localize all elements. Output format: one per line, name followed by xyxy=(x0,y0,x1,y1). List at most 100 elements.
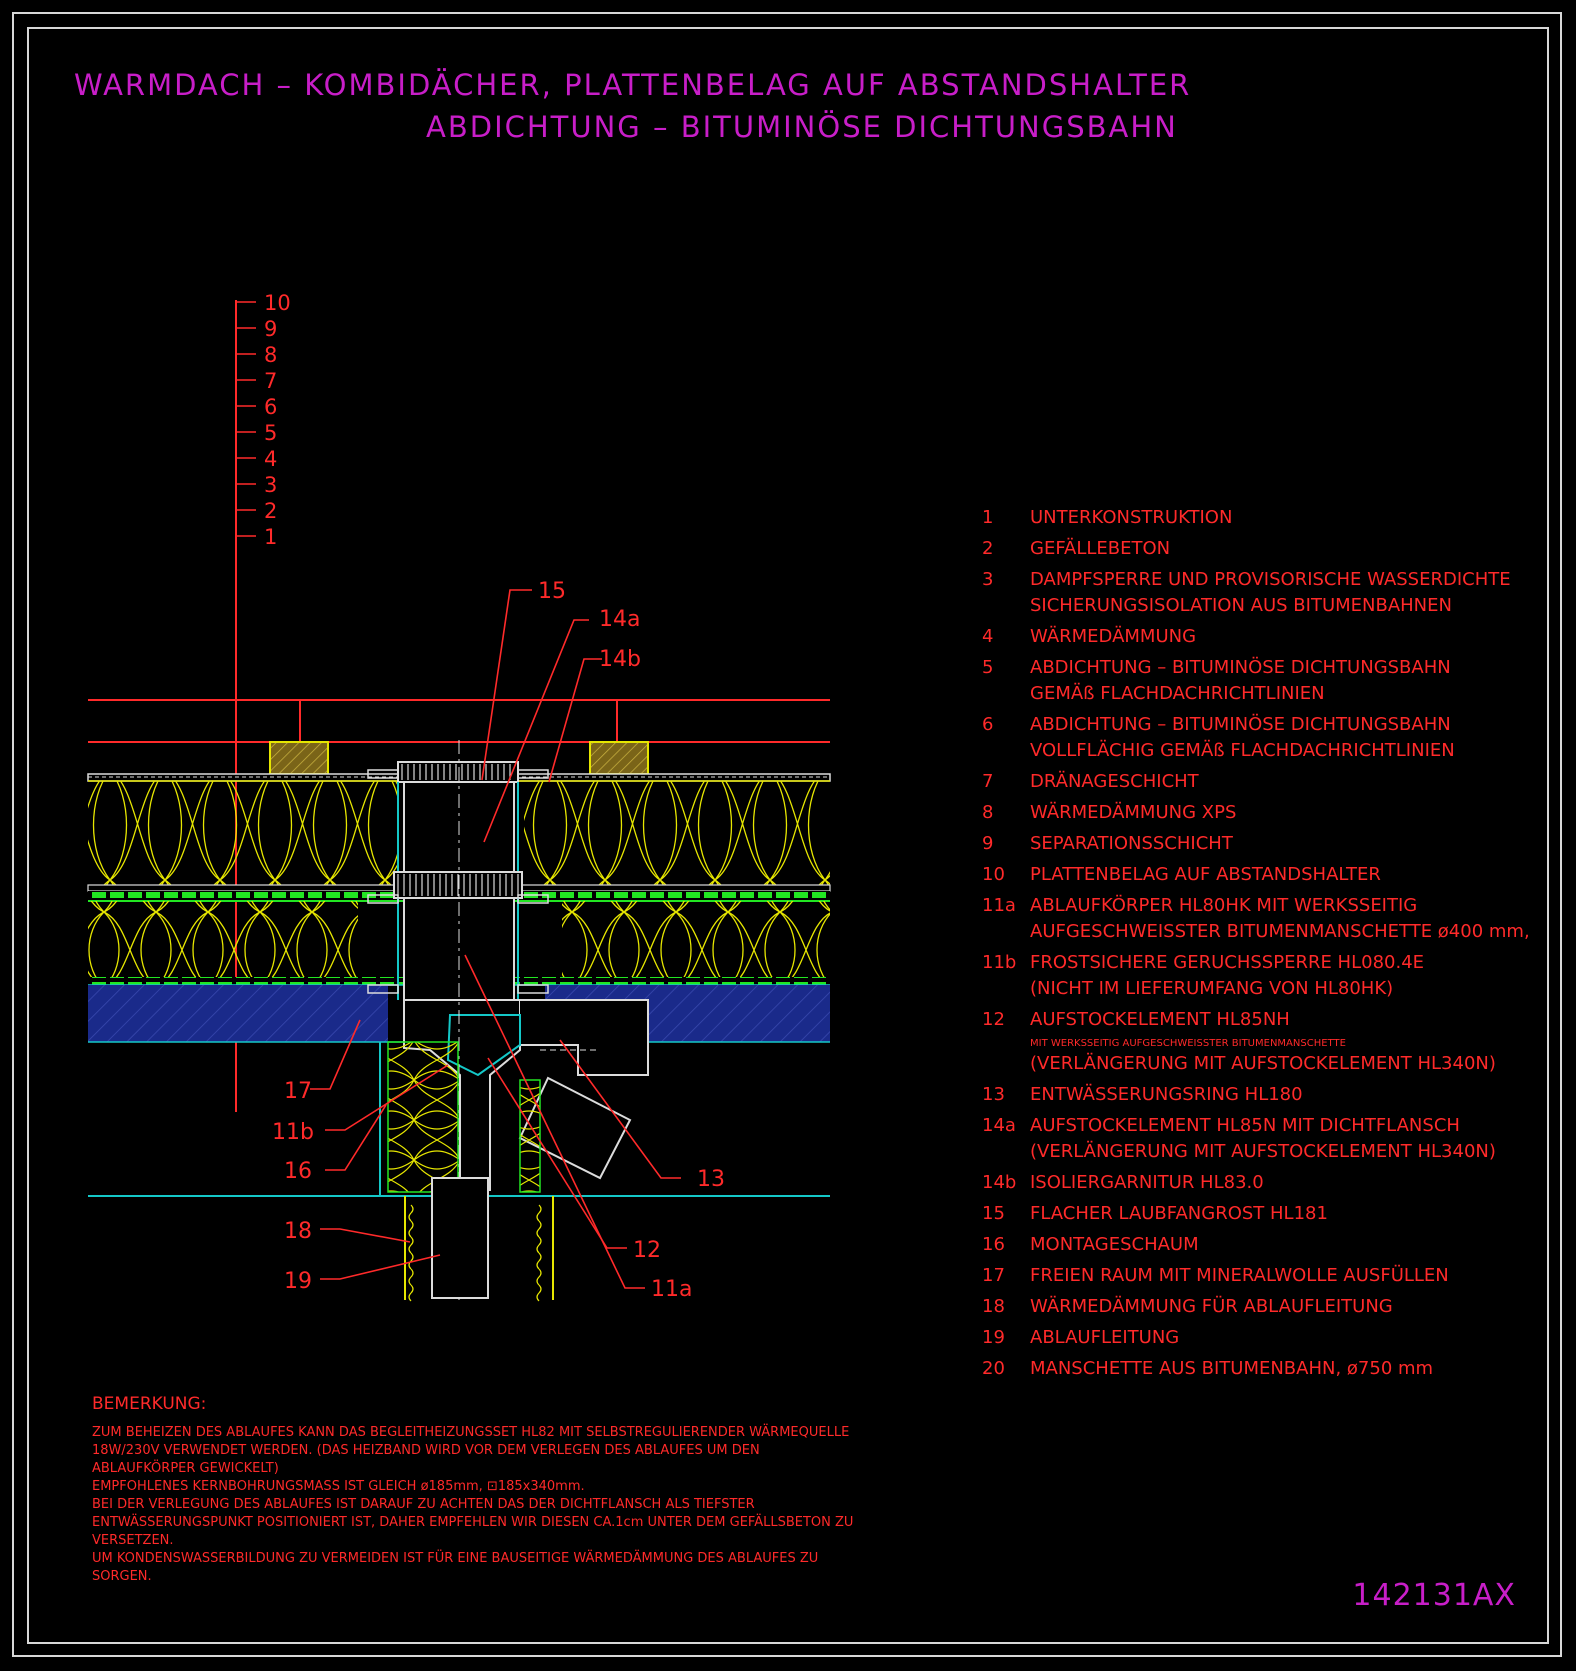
legend-number: 12 xyxy=(982,1009,1005,1030)
legend-text: (VERLÄNGERUNG MIT AUFSTOCKELEMENT HL340N… xyxy=(1030,1053,1496,1074)
legend-text: DRÄNAGESCHICHT xyxy=(1030,771,1199,792)
legend-item: 3 DAMPFSPERRE UND PROVISORISCHE WASSERDIC… xyxy=(982,567,1542,619)
callout-17: 17 xyxy=(284,1079,312,1104)
callout-11a: 11a xyxy=(651,1277,692,1302)
legend-number: 16 xyxy=(982,1234,1005,1255)
remark-line: ENTWÄSSERUNGSPUNKT POSITIONIERT IST, DAH… xyxy=(92,1515,854,1530)
legend-text: ENTWÄSSERUNGSRING HL180 xyxy=(1030,1084,1303,1105)
legend-text: MONTAGESCHAUM xyxy=(1030,1234,1199,1255)
callout-14b: 14b xyxy=(599,647,641,672)
drawing-title-line2: ABDICHTUNG – BITUMINÖSE DICHTUNGSBAHN xyxy=(426,110,1178,144)
remark-line: ZUM BEHEIZEN DES ABLAUFES KANN DAS BEGLE… xyxy=(92,1425,850,1440)
legend-number: 10 xyxy=(982,864,1005,885)
legend-text: SEPARATIONSSCHICHT xyxy=(1030,833,1233,854)
remark-line: UM KONDENSWASSERBILDUNG ZU VERMEIDEN IST… xyxy=(92,1551,819,1566)
legend-item: 13 ENTWÄSSERUNGSRING HL180 xyxy=(982,1082,1542,1108)
callout-leaders xyxy=(310,589,681,1289)
drawing-border-inner xyxy=(27,27,1549,1644)
legend-number: 8 xyxy=(982,802,994,823)
legend-item: 15 FLACHER LAUBFANGROST HL181 xyxy=(982,1201,1542,1227)
layer-scale-label: 8 xyxy=(264,343,277,367)
drain-pipe xyxy=(404,1177,554,1302)
legend-text: FREIEN RAUM MIT MINERALWOLLE AUSFÜLLEN xyxy=(1030,1265,1449,1286)
legend-item: 18 WÄRMEDÄMMUNG FÜR ABLAUFLEITUNG xyxy=(982,1294,1542,1320)
legend-item: 6 ABDICHTUNG – BITUMINÖSE DICHTUNGSBAHN VO… xyxy=(982,712,1542,764)
legend-number: 4 xyxy=(982,626,994,647)
remark-line: 18W/230V VERWENDET WERDEN. (DAS HEIZBAND… xyxy=(92,1443,760,1458)
legend-number: 2 xyxy=(982,538,994,559)
layer-scale-label: 7 xyxy=(264,369,277,393)
legend-text: ISOLIERGARNITUR HL83.0 xyxy=(1030,1172,1264,1193)
legend-number: 6 xyxy=(982,714,994,735)
remark-line: SORGEN. xyxy=(92,1569,152,1584)
legend-text: (VERLÄNGERUNG MIT AUFSTOCKELEMENT HL340N… xyxy=(1030,1141,1496,1162)
legend-text: ABLAUFKÖRPER HL80HK MIT WERKSSEITIG xyxy=(1030,895,1418,916)
legend-item: 5 ABDICHTUNG – BITUMINÖSE DICHTUNGSBAHN GE… xyxy=(982,655,1542,707)
legend-number: 15 xyxy=(982,1203,1005,1224)
legend-text: DAMPFSPERRE UND PROVISORISCHE WASSERDICH… xyxy=(1030,569,1511,590)
legend-number: 11a xyxy=(982,895,1016,916)
legend-item: 1 UNTERKONSTRUKTION xyxy=(982,505,1542,531)
legend-number: 20 xyxy=(982,1358,1005,1379)
legend-text: ABLAUFLEITUNG xyxy=(1030,1327,1180,1348)
legend-number: 14a xyxy=(982,1115,1016,1136)
remark-line: EMPFOHLENES KERNBOHRUNGSMASS IST GLEICH … xyxy=(92,1479,585,1494)
callout-19: 19 xyxy=(284,1269,312,1294)
legend-text: VOLLFLÄCHIG GEMÄß FLACHDACHRICHTLINIEN xyxy=(1030,740,1455,761)
legend-item: 11a ABLAUFKÖRPER HL80HK MIT WERKSSEITIG AU… xyxy=(982,893,1542,945)
callout-13: 13 xyxy=(697,1167,725,1192)
layer-scale-label: 4 xyxy=(264,447,277,471)
remark-line: BEI DER VERLEGUNG DES ABLAUFES IST DARAU… xyxy=(92,1497,755,1512)
legend-text: WÄRMEDÄMMUNG XPS xyxy=(1030,802,1237,823)
legend-item: 4 WÄRMEDÄMMUNG xyxy=(982,624,1542,650)
drawing-number: 142131AX xyxy=(1352,1578,1516,1613)
legend-number: 1 xyxy=(982,507,994,528)
legend-item: 14b ISOLIERGARNITUR HL83.0 xyxy=(982,1170,1542,1196)
legend-number: 13 xyxy=(982,1084,1005,1105)
layer-scale-label: 3 xyxy=(264,473,277,497)
legend-text: WÄRMEDÄMMUNG FÜR ABLAUFLEITUNG xyxy=(1030,1296,1393,1317)
drawing-title-line1: WARMDACH – KOMBIDÄCHER, PLATTENBELAG AUF… xyxy=(74,68,1192,102)
drawing-border-outer xyxy=(12,12,1562,1657)
legend-number: 5 xyxy=(982,657,994,678)
legend-text: FLACHER LAUBFANGROST HL181 xyxy=(1030,1203,1328,1224)
xps-insulation-upper xyxy=(88,780,830,885)
legend-number: 9 xyxy=(982,833,994,854)
legend-text: ABDICHTUNG – BITUMINÖSE DICHTUNGSBAHN xyxy=(1030,657,1451,678)
legend-number: 14b xyxy=(982,1172,1017,1193)
legend-text: WÄRMEDÄMMUNG xyxy=(1030,626,1197,647)
legend-text: GEMÄß FLACHDACHRICHTLINIEN xyxy=(1030,683,1325,704)
legend-text: PLATTENBELAG AUF ABSTANDSHALTER xyxy=(1030,864,1381,885)
layer-scale-label: 1 xyxy=(264,525,277,549)
layer-scale-label: 10 xyxy=(264,291,291,315)
layer-scale-label: 5 xyxy=(264,421,277,445)
callout-12: 12 xyxy=(633,1238,661,1263)
legend-item: 16 MONTAGESCHAUM xyxy=(982,1232,1542,1258)
legend-item: 12 AUFSTOCKELEMENT HL85NH MIT WERKSSEITIG … xyxy=(982,1007,1542,1077)
legend-item: 10 PLATTENBELAG AUF ABSTANDSHALTER xyxy=(982,862,1542,888)
legend-number: 18 xyxy=(982,1296,1005,1317)
legend-number: 3 xyxy=(982,569,994,590)
callout-11b: 11b xyxy=(272,1120,314,1145)
callout-14a: 14a xyxy=(599,607,640,632)
remark-block: BEMERKUNG: ZUM BEHEIZEN DES ABLAUFES KAN… xyxy=(92,1394,952,1586)
layer-scale-label: 9 xyxy=(264,317,277,341)
legend-item: 8 WÄRMEDÄMMUNG XPS xyxy=(982,800,1542,826)
remark-title: BEMERKUNG: xyxy=(92,1394,207,1414)
callout-15: 15 xyxy=(538,579,566,604)
legend-text: ABDICHTUNG – BITUMINÖSE DICHTUNGSBAHN xyxy=(1030,714,1451,735)
legend-text: AUFGESCHWEISSTER BITUMENMANSCHETTE ø400 … xyxy=(1030,921,1530,942)
legend-item: 20 MANSCHETTE AUS BITUMENBAHN, ø750 mm xyxy=(982,1356,1542,1382)
legend-subtext: MIT WERKSSEITIG AUFGESCHWEISSTER BITUMEN… xyxy=(1030,1038,1346,1049)
remark-line: ABLAUFKÖRPER GEWICKELT) xyxy=(92,1461,279,1476)
callout-16: 16 xyxy=(284,1159,312,1184)
legend-text: MANSCHETTE AUS BITUMENBAHN, ø750 mm xyxy=(1030,1358,1434,1379)
legend-text: UNTERKONSTRUKTION xyxy=(1030,507,1233,528)
legend-text: AUFSTOCKELEMENT HL85NH xyxy=(1030,1009,1290,1030)
remark-line: VERSETZEN. xyxy=(92,1533,174,1548)
legend-item: 9 SEPARATIONSSCHICHT xyxy=(982,831,1542,857)
